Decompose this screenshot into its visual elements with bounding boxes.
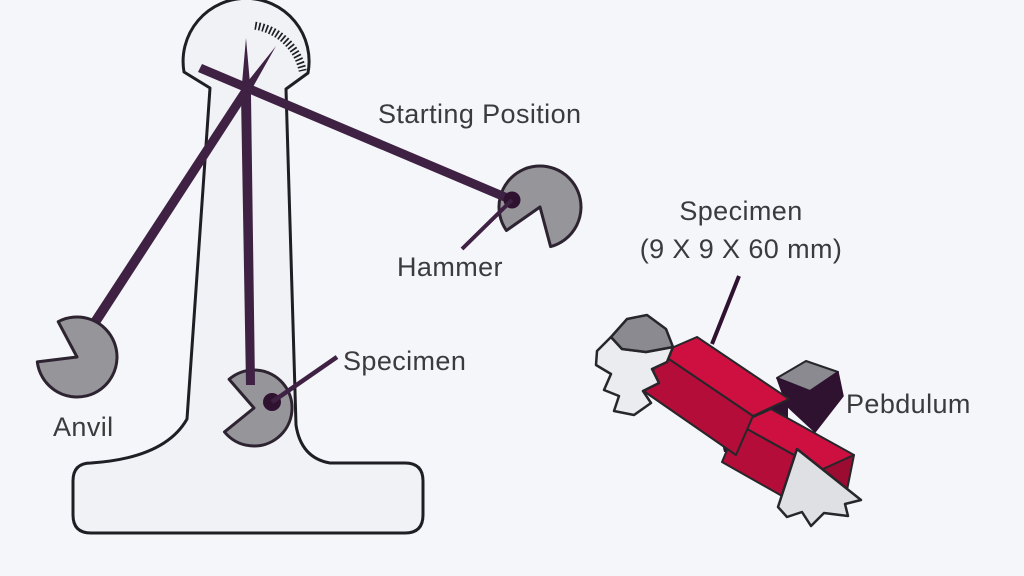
impact-tester-machine [35, 0, 583, 535]
anvil-fragment-top [609, 313, 675, 354]
dial-scale-ticks [254, 21, 307, 72]
hammer-arm-starting-position [198, 64, 514, 204]
specimen-closeup-illustration [594, 275, 863, 528]
anvil-label: Anvil [53, 412, 114, 442]
starting-position-label: Starting Position [378, 99, 582, 129]
hammer-leader-line [460, 198, 514, 251]
pendulum-label: Pebdulum [846, 389, 971, 419]
specimen-dimensions: (9 X 9 X 60 mm) [639, 234, 843, 264]
anvil-arm [84, 46, 276, 336]
specimen-leader-line [270, 355, 339, 404]
pendulum-arm-vertical [241, 38, 255, 385]
hammer-disc [497, 164, 583, 249]
specimen-closeup-label: Specimen (9 X 9 X 60 mm) [615, 192, 867, 268]
anvil-weight-disc [35, 315, 119, 399]
impact-direction-arrow [776, 447, 863, 528]
specimen-closeup-title: Specimen [679, 196, 803, 226]
hammer-label: Hammer [397, 252, 503, 282]
closeup-leader-line [710, 275, 741, 345]
specimen-label: Specimen [343, 346, 467, 376]
